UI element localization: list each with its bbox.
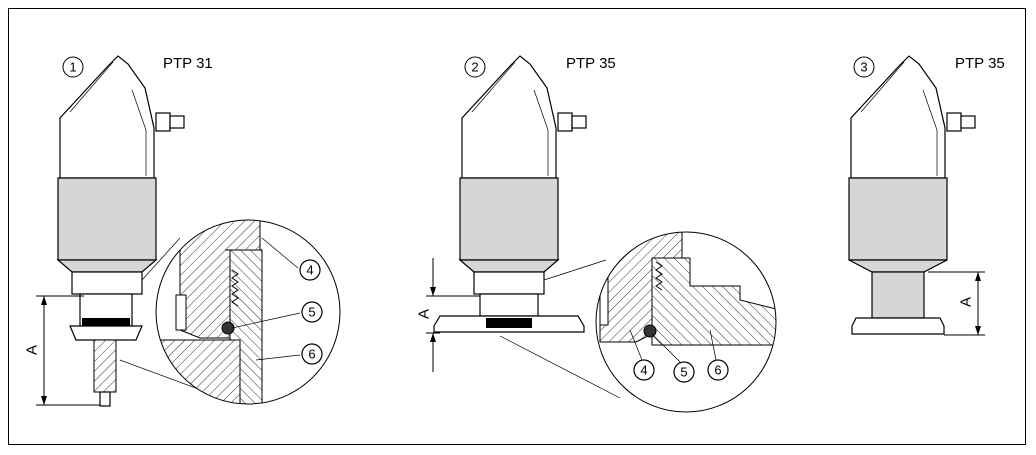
variant-2-model: PTP 35: [566, 55, 616, 72]
variant-3: 3 PTP 35 A: [848, 55, 1005, 336]
variant-3-model: PTP 35: [955, 55, 1005, 72]
variant-2-index: 2: [471, 60, 478, 75]
variant-1-callout-4: 4: [306, 263, 313, 278]
variant-3-housing: [848, 177, 948, 261]
variant-1-model: PTP 31: [163, 55, 213, 72]
variant-1: 1 PTP 31 A: [24, 55, 341, 407]
variant-2-callout-6: 6: [714, 363, 721, 378]
variant-3-index: 3: [860, 60, 867, 75]
variant-2-index-circle: [464, 56, 486, 78]
variant-1-callout-6: 6: [308, 347, 315, 362]
variant-1-detail-circle: [155, 219, 341, 405]
variant-2-callout-5: 5: [680, 365, 687, 380]
variant-1-dimension-label: A: [24, 345, 41, 355]
variant-3-index-circle: [853, 56, 875, 78]
variant-2-callout-4: 4: [640, 363, 647, 378]
variant-2: 2 PTP 35 A 4: [416, 55, 777, 413]
variant-2-detail-circle: [595, 231, 777, 413]
variant-1-index-circle: [62, 56, 84, 78]
variant-3-dimension-label: A: [958, 297, 975, 307]
variant-2-housing: [459, 177, 559, 261]
variant-2-dimension-label: A: [416, 309, 433, 319]
variant-1-callout-5: 5: [308, 305, 315, 320]
variant-1-housing: [57, 177, 157, 261]
variant-1-index: 1: [69, 60, 76, 75]
